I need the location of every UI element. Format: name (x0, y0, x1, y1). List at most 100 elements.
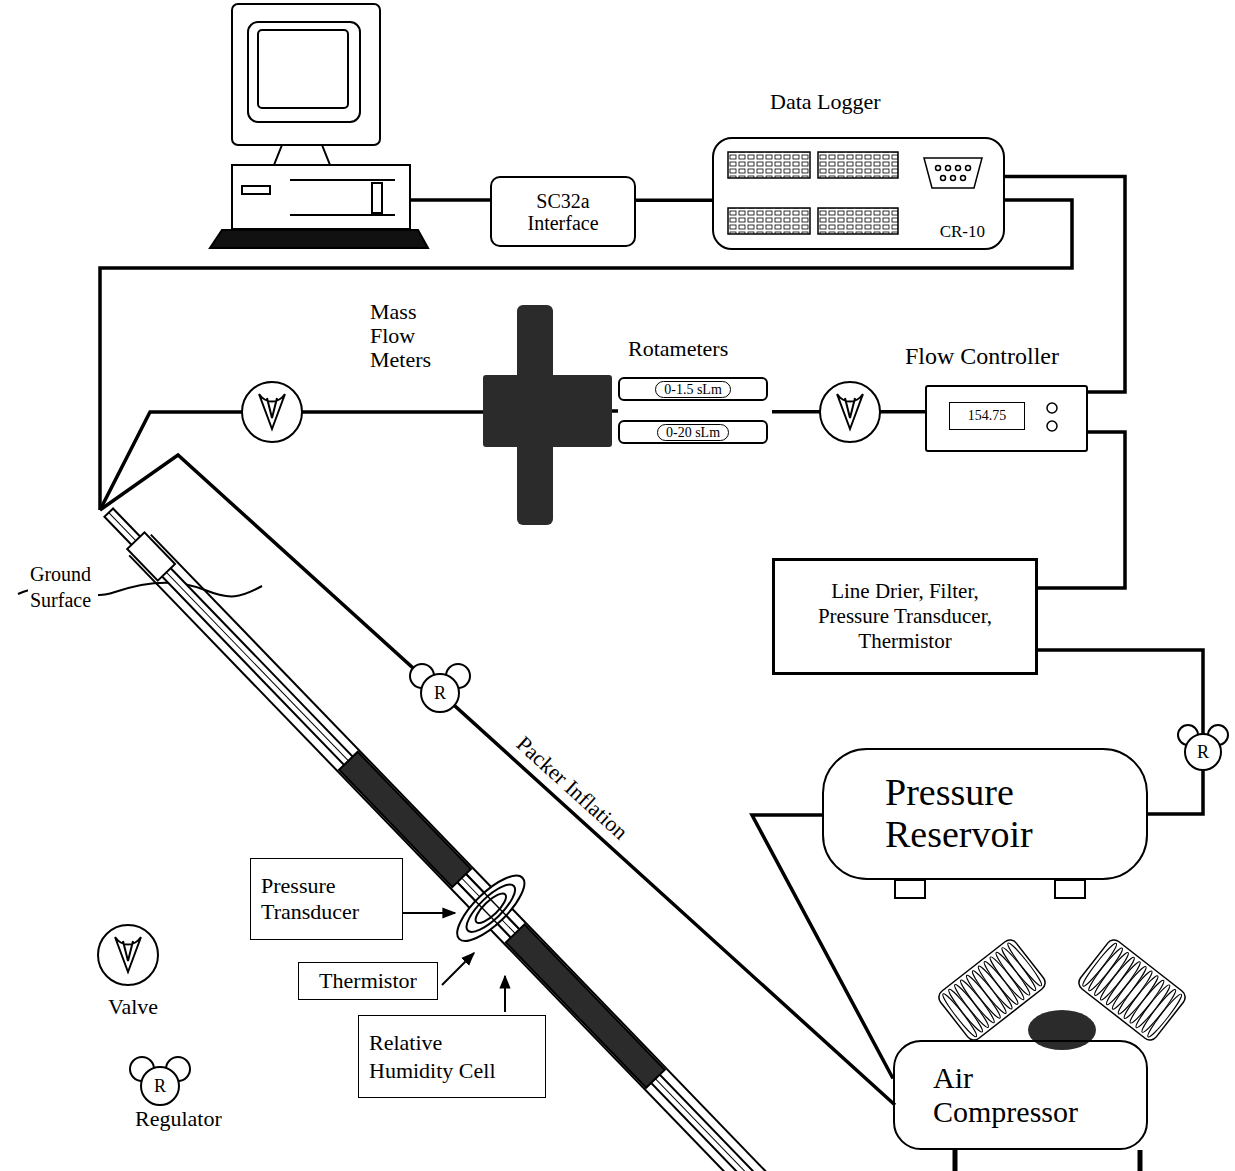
line-label: Packer Inflation (509, 729, 635, 847)
valve-symbol (259, 394, 285, 429)
serial-port (941, 176, 946, 181)
reservoir-foot (1055, 880, 1085, 898)
regulator-symbol (421, 674, 459, 712)
node-text: Relative Humidity Cell (369, 1029, 519, 1084)
serial-port (946, 166, 951, 171)
computer-icon (232, 4, 380, 145)
borehole-probe (448, 866, 534, 950)
serial-port (924, 158, 982, 188)
leader-arrow (402, 912, 455, 914)
leader-arrow (442, 953, 474, 985)
reservoir-foot (895, 880, 925, 898)
valve-symbol (242, 382, 302, 442)
valve-symbol (820, 382, 880, 442)
terminal-strip (728, 208, 810, 234)
borehole-probe (77, 482, 852, 1171)
borehole-probe (457, 882, 510, 937)
terminal-strip (728, 152, 898, 234)
rotameter-tube: 0-1.5 sLm (618, 377, 768, 401)
regulator-letter: R (154, 1076, 166, 1097)
terminal-strip (818, 208, 898, 234)
node-heading: Mass Flow Meters (370, 300, 456, 373)
node-text: Pressure Reservoir (885, 772, 1085, 856)
cooling-fins (1080, 941, 1184, 1039)
computer-icon (372, 183, 382, 213)
packer-line (100, 455, 895, 1105)
legend-valve-symbol (115, 937, 141, 972)
node-text: Air Compressor (933, 1061, 1108, 1130)
legend-text: Valve (108, 994, 158, 1019)
valve-symbol (837, 394, 863, 429)
computer-icon (248, 22, 360, 122)
sensor-label-box: Thermistor (298, 962, 438, 1000)
interface-box: SC32a Interface (490, 176, 636, 247)
valve-symbol (820, 382, 880, 442)
serial-port (924, 158, 982, 188)
borehole-probe (472, 889, 510, 927)
terminal-strip (728, 152, 810, 178)
legend-text: Regulator (135, 1106, 222, 1131)
computer-icon (290, 214, 395, 216)
compressor-leg (1138, 1150, 1143, 1171)
borehole-probe (104, 508, 825, 1171)
flow-controller-box: Flow Controller154.75 (925, 385, 1088, 452)
borehole-probe (460, 878, 521, 938)
computer-icon (258, 30, 348, 108)
reservoir-tank: Pressure Reservoir (822, 748, 1148, 880)
terminal-strip (818, 152, 898, 178)
legend-regulator-symbol (130, 1057, 190, 1105)
mass-flow-meter: Mass Flow Meters (483, 375, 612, 447)
valve-symbol (242, 382, 302, 442)
compressor-leg (953, 1150, 958, 1171)
range-label: 0-20 sLm (657, 424, 729, 441)
connector-wire (1038, 432, 1125, 588)
data-logger-box: Data LoggerCR-10 (712, 137, 1005, 250)
rotameter-tube: 0-20 sLm (618, 420, 768, 444)
controller-knob (1047, 421, 1057, 431)
node-text: SC32a Interface (507, 190, 619, 234)
computer-cable (410, 198, 490, 202)
regulator-symbol (410, 664, 470, 712)
node-text: Pressure Transducer (261, 873, 386, 926)
compressor-leg (955, 1150, 1140, 1171)
cooling-fins (940, 941, 1044, 1039)
node-text: Line Drier, Filter, Pressure Transducer,… (800, 579, 1010, 655)
computer-icon (242, 186, 270, 194)
legend-entry: Regulator (135, 1106, 222, 1132)
compressor-head (1028, 1010, 1096, 1050)
borehole-probe (466, 874, 519, 929)
sensor-label-box: Pressure Transducer (250, 858, 403, 940)
regulator-letter: R (1197, 742, 1209, 763)
model-label: CR-10 (940, 222, 985, 242)
sensor-label-box: Relative Humidity Cell (358, 1015, 546, 1098)
serial-port (956, 166, 961, 171)
ground-label: Ground Surface (28, 561, 98, 613)
regulator-letter: R (434, 683, 446, 704)
serial-port (961, 176, 966, 181)
rotameter-pair: Rotameters0-1.5 sLm0-20 sLm (618, 376, 772, 446)
conditioning-box: Line Drier, Filter, Pressure Transducer,… (772, 558, 1038, 675)
reservoir-foot (895, 880, 1085, 898)
connector-group (612, 177, 1203, 1079)
computer-icon (210, 4, 428, 248)
node-heading: Data Logger (770, 89, 881, 115)
node-heading: Flow Controller (905, 343, 1059, 370)
computer-icon (274, 145, 330, 165)
legend-regulator-symbol (141, 1067, 179, 1105)
leader-arrow (504, 976, 506, 1012)
node-heading: Rotameters (628, 336, 728, 362)
computer-icon (232, 165, 410, 229)
regulator-symbol (1178, 725, 1228, 770)
controller-knob (1047, 403, 1057, 413)
computer-icon (290, 179, 395, 181)
computer-icon (210, 230, 428, 248)
borehole-probe (127, 532, 175, 580)
legend-valve-symbol (98, 925, 158, 985)
regulator-symbol (1185, 734, 1221, 770)
serial-port (966, 166, 971, 171)
legend-entry: Valve (108, 994, 158, 1020)
serial-port (951, 176, 956, 181)
cooling-fins (1005, 941, 1044, 988)
node-text: Thermistor (319, 968, 417, 994)
